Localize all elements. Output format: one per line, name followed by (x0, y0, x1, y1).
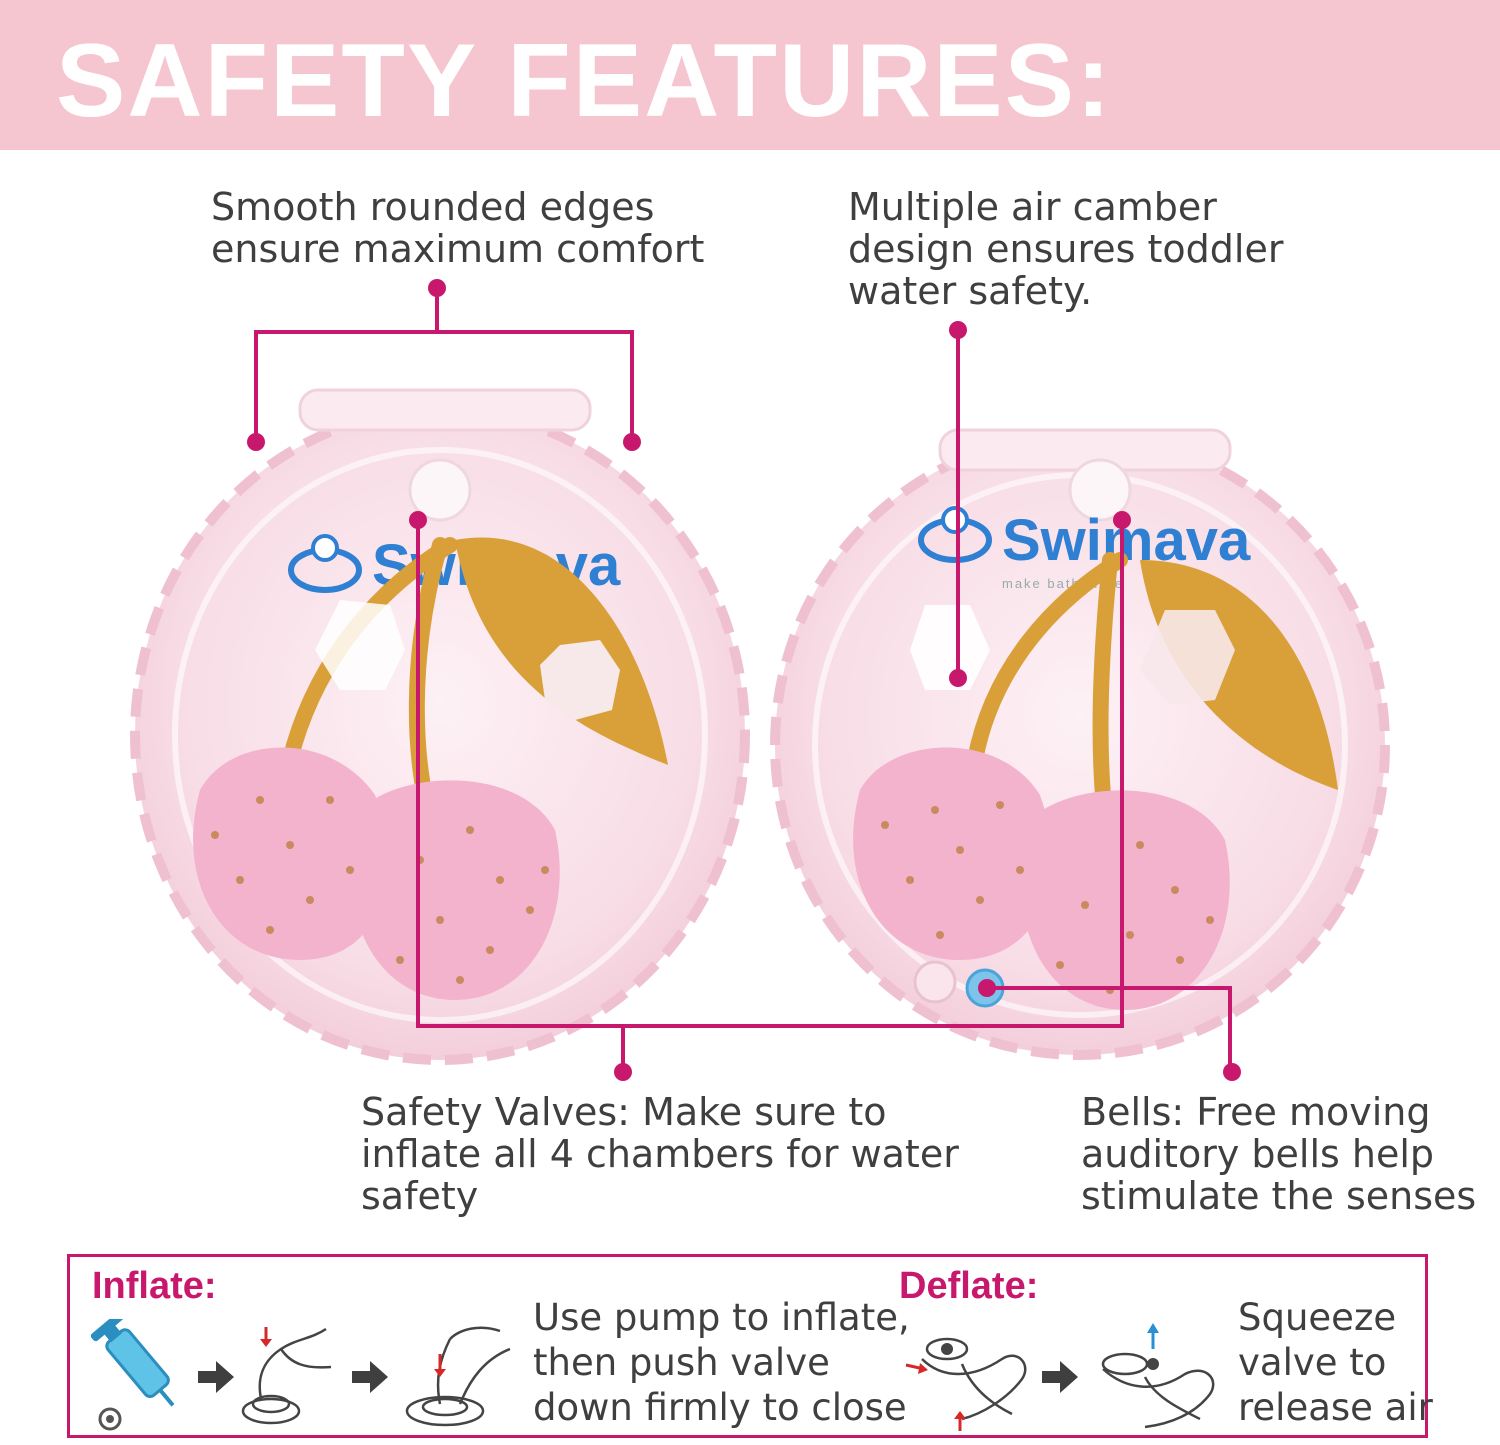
callout-line: auditory bells help (1081, 1132, 1435, 1176)
instruction-line: release air (1238, 1386, 1433, 1429)
callout-line: Bells: Free moving (1081, 1090, 1431, 1134)
callout-safety-valves: Safety Valves: Make sure to inflate all … (361, 1091, 959, 1217)
instructions-box: Inflate: Deflate: Use pum (67, 1254, 1433, 1438)
page-title: SAFETY FEATURES: (56, 23, 1113, 139)
callout-line: safety (361, 1174, 479, 1218)
deflate-instructions: Squeeze valve to release air (1238, 1295, 1433, 1430)
callout-line: Multiple air camber (848, 185, 1217, 229)
callout-rounded-edges: Smooth rounded edges ensure maximum comf… (211, 186, 704, 270)
deflate-heading: Deflate: (899, 1265, 1039, 1307)
instruction-line: then push valve (533, 1341, 830, 1384)
header-banner: SAFETY FEATURES: (0, 0, 1500, 150)
callout-bells: Bells: Free moving auditory bells help s… (1081, 1091, 1476, 1217)
callout-dots (247, 279, 1241, 1081)
callout-lines (254, 288, 1232, 1072)
callout-line: design ensures toddler (848, 227, 1284, 271)
callout-line: stimulate the senses (1081, 1174, 1477, 1218)
squeeze-valve-icon (1101, 1323, 1215, 1429)
instruction-line: Use pump to inflate, (533, 1296, 910, 1339)
callout-line: inflate all 4 chambers for water (361, 1132, 959, 1176)
callout-line: Smooth rounded edges (211, 185, 655, 229)
arrow-right-icon (352, 1361, 388, 1393)
inflate-heading: Inflate: (92, 1265, 217, 1307)
arrow-right-icon (198, 1361, 234, 1393)
instruction-line: down firmly to close (533, 1386, 907, 1429)
left-arm-float: Swimava (130, 388, 750, 1065)
pump-icon (90, 1319, 175, 1431)
callout-line: ensure maximum comfort (211, 227, 705, 271)
instruction-line: Squeeze (1238, 1296, 1397, 1339)
callout-line: Safety Valves: Make sure to (361, 1090, 887, 1134)
bell-icon (913, 960, 957, 1004)
inflate-instructions: Use pump to inflate, then push valve dow… (533, 1295, 910, 1430)
right-arm-float: Swimava make bath more (770, 428, 1390, 1060)
arrow-right-icon (1042, 1361, 1078, 1393)
squeeze-valve-icon (905, 1337, 1027, 1431)
callout-air-chamber: Multiple air camber design ensures toddl… (848, 186, 1283, 312)
instruction-line: valve to (1238, 1341, 1387, 1384)
press-valve-icon (405, 1326, 511, 1427)
callout-line: water safety. (848, 269, 1093, 313)
press-valve-icon (241, 1327, 332, 1425)
